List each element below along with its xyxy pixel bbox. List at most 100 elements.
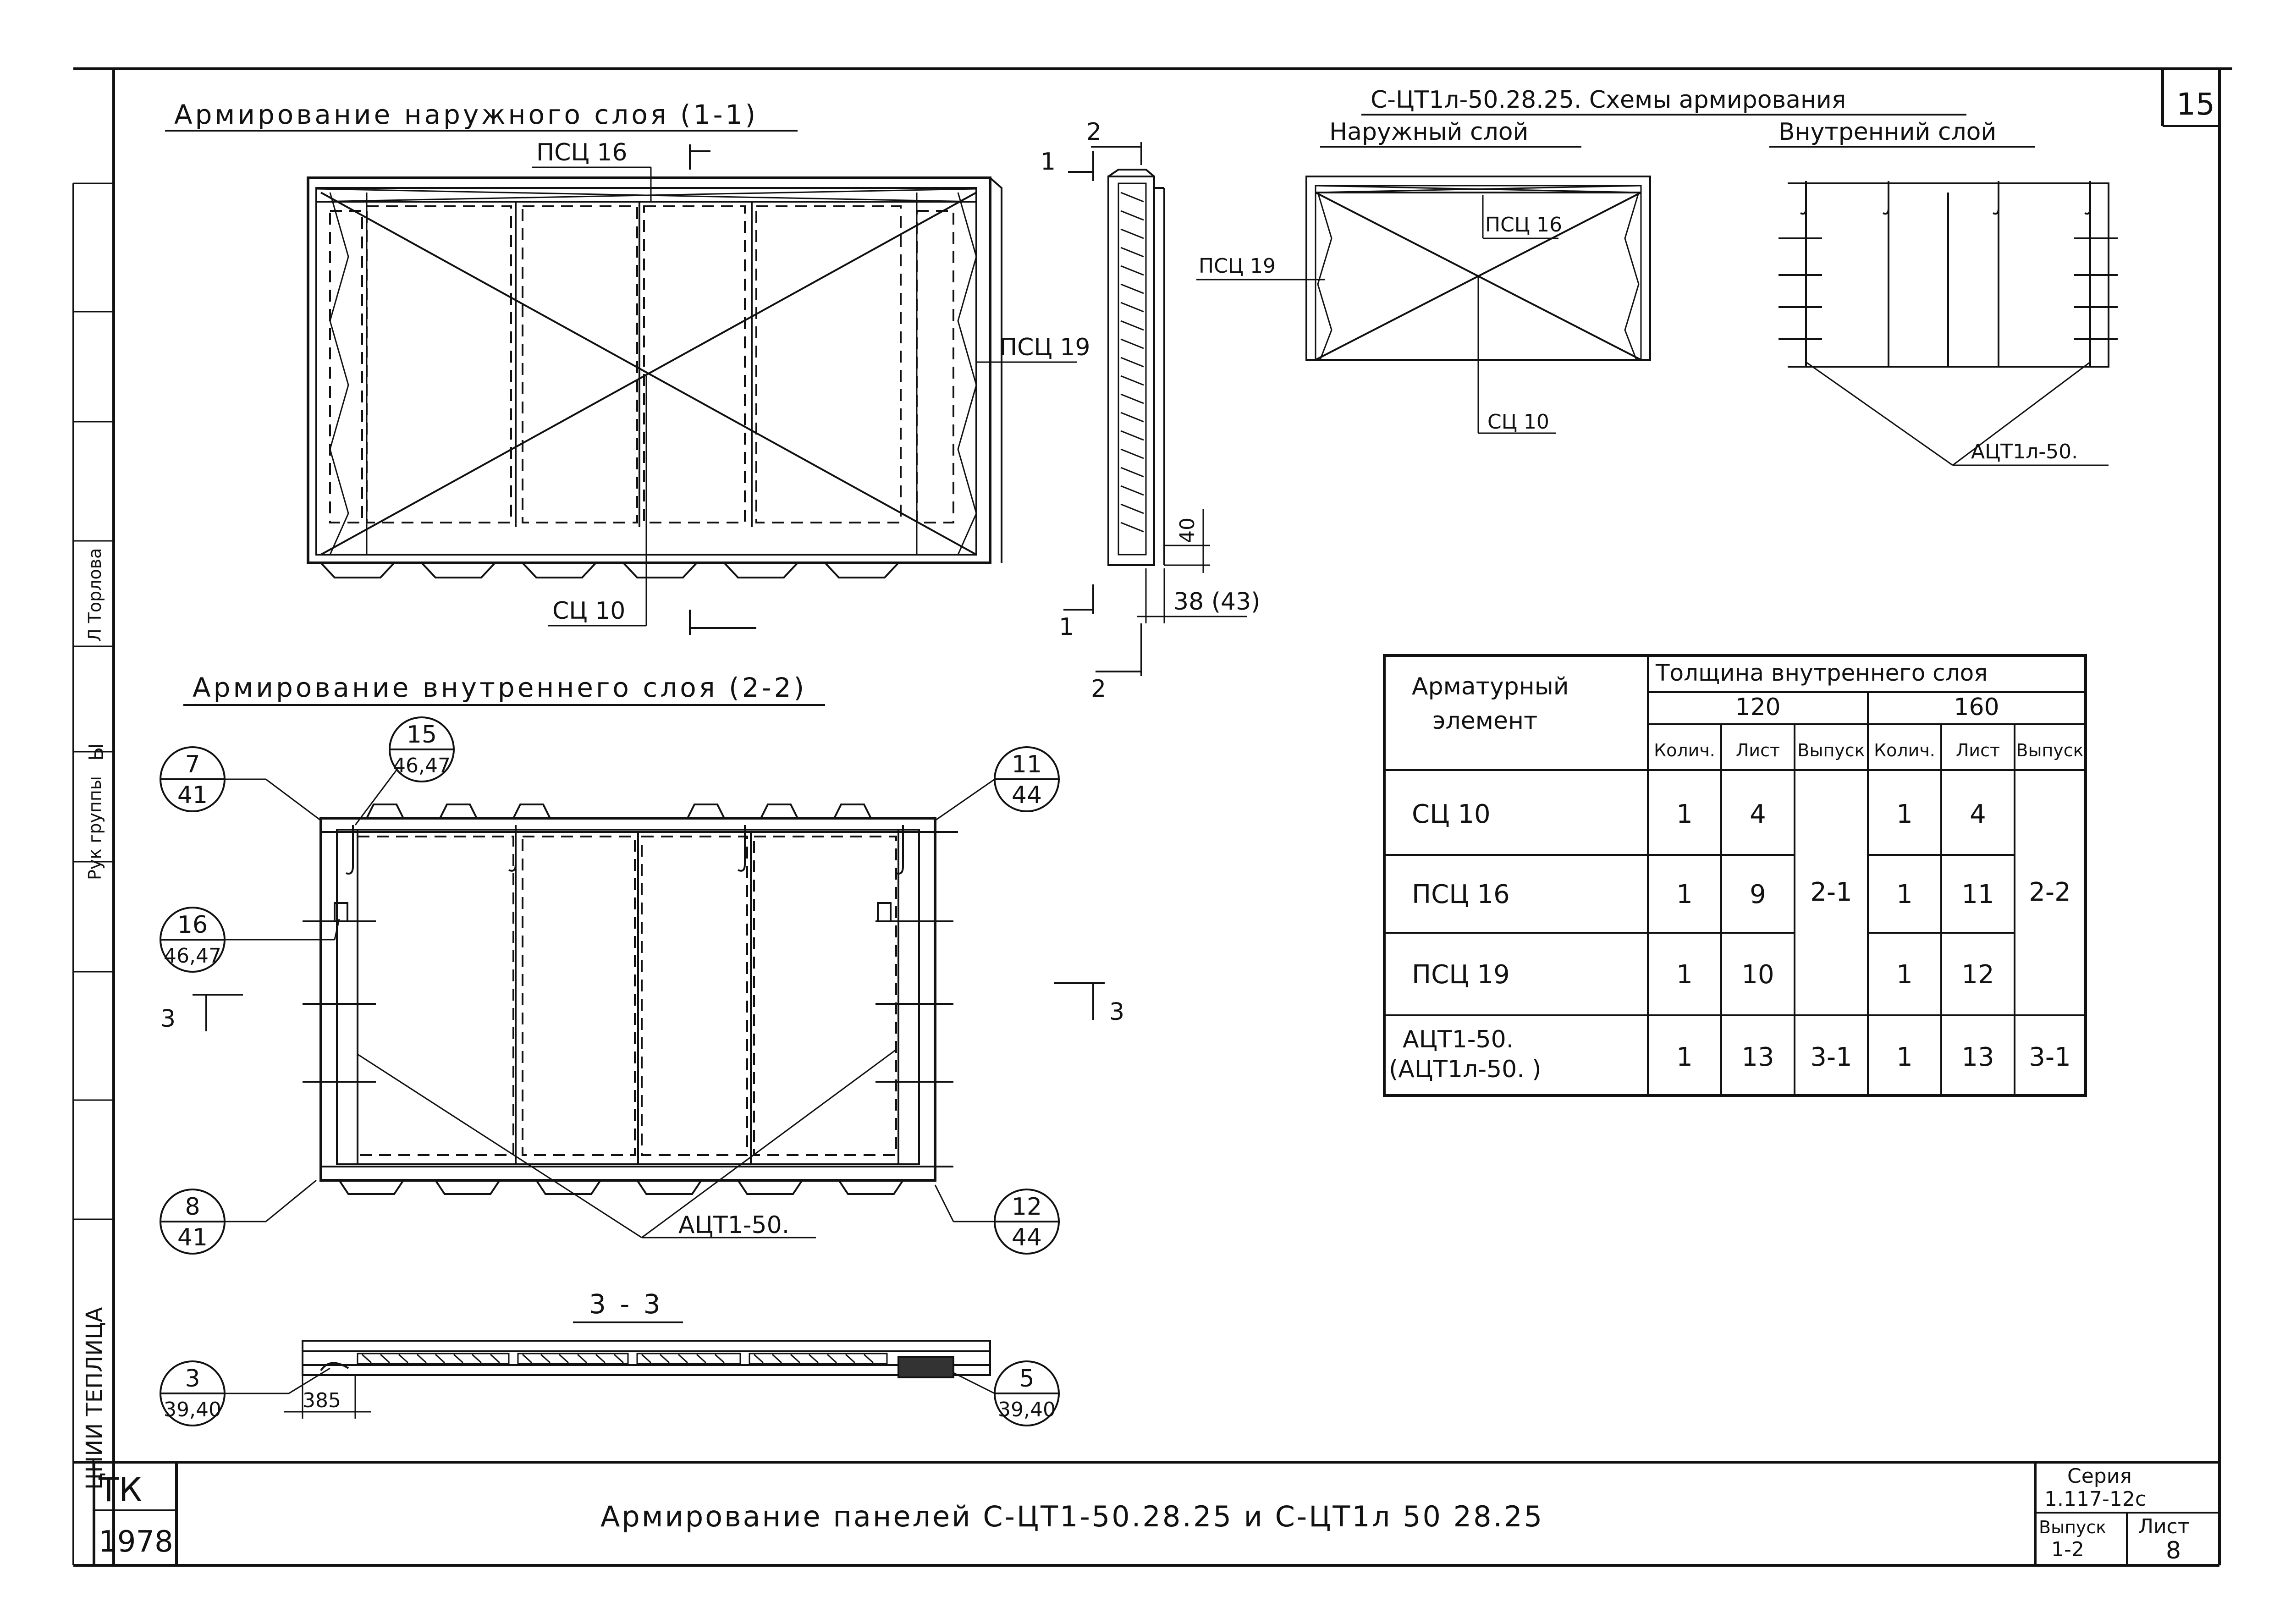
th-group-120: 120 — [1735, 694, 1780, 721]
row-v1: 3-1 — [1810, 1042, 1852, 1072]
outer-layer-drawing: Армирование наружного слоя (1-1) ПСЦ 16 — [165, 99, 1090, 635]
schemes-inner-title: Внутренний слой — [1778, 118, 1996, 146]
callout-15-4647: 15 46,47 — [354, 716, 455, 826]
side-section: 1 2 1 2 40 38 (43) — [1041, 118, 1260, 703]
section-33: 3 - 3 385 3 39,40 5 39,40 — [160, 1288, 1060, 1426]
row-q2: 1 — [1896, 960, 1913, 990]
inner-layer-title: Армирование внутреннего слоя (2-2) — [193, 672, 807, 703]
callout-top: 11 — [1012, 751, 1042, 778]
title-series-label: Серия — [2067, 1464, 2132, 1488]
callout-bottom: 44 — [1012, 782, 1042, 809]
title-sheet-label: Лист — [2138, 1515, 2190, 1538]
row-q1: 1 — [1676, 880, 1693, 909]
side-dim-38: 38 (43) — [1173, 588, 1260, 616]
row-s1: 4 — [1750, 799, 1766, 829]
row-s2: 4 — [1970, 799, 1986, 829]
callout-3-3940: 3 39,40 — [160, 1360, 330, 1426]
callout-top: 15 — [407, 721, 437, 749]
th-sub-v2: Выпуск — [2016, 740, 2083, 760]
strip-name: Л Торлова — [85, 548, 105, 642]
callout-7-41: 7 41 — [160, 746, 321, 821]
schemes-title: С-ЦТ1л-50.28.25. Схемы армирования — [1371, 86, 1846, 114]
row-q1: 1 — [1676, 960, 1693, 990]
callout-bottom: 39,40 — [164, 1398, 221, 1421]
row-element: СЦ 10 — [1412, 799, 1491, 829]
strip-signature: Ы — [85, 743, 108, 761]
section-33-title: 3 - 3 — [589, 1288, 663, 1320]
strip-org: ЦНИИ ТЕПЛИЦА — [82, 1307, 107, 1490]
row-q1: 1 — [1676, 1042, 1693, 1072]
row-s2: 13 — [1961, 1042, 1994, 1072]
th-sub-q2: Колич. — [1874, 740, 1935, 760]
row-s1: 10 — [1741, 960, 1774, 990]
title-block: ТК 1978 Армирование панелей С-ЦТ1-50.28.… — [73, 1461, 2219, 1565]
th-element-1: Арматурный — [1412, 673, 1569, 700]
left-strip: Л Торлова Ы Рук группы ЦНИИ ТЕПЛИЦА — [72, 182, 114, 1565]
th-sub-v1: Выпуск — [1797, 740, 1865, 760]
row-q2: 1 — [1896, 1042, 1913, 1072]
row-element: ПСЦ 19 — [1412, 960, 1510, 990]
th-sub-q1: Колич. — [1654, 740, 1715, 760]
row-element-2: (АЦТ1л-50. ) — [1389, 1056, 1542, 1083]
inner-cut3-right: 3 — [1109, 998, 1124, 1026]
th-thickness: Толщина внутреннего слоя — [1655, 660, 1988, 686]
side-cut1-top: 1 — [1041, 148, 1056, 176]
side-cut2-top: 2 — [1086, 118, 1101, 146]
strip-role: Рук группы — [85, 776, 105, 880]
row-s1: 9 — [1750, 880, 1766, 909]
scheme-label-sc10: СЦ 10 — [1487, 410, 1549, 434]
reinforcement-table: Арматурный элемент Толщина внутреннего с… — [1383, 654, 2087, 1097]
th-element-2: элемент — [1432, 707, 1537, 735]
schemes-outer-title: Наружный слой — [1329, 118, 1528, 146]
th-group-160: 160 — [1954, 694, 1999, 721]
title-issue-label: Выпуск — [2039, 1517, 2106, 1537]
row-s1: 13 — [1741, 1042, 1774, 1072]
callout-11-44: 11 44 — [935, 746, 1060, 821]
row-element: ПСЦ 16 — [1412, 880, 1510, 909]
callout-8-41: 8 41 — [160, 1179, 317, 1255]
callout-12-44: 12 44 — [934, 1184, 1060, 1255]
row-element: АЦТ1-50. — [1403, 1026, 1514, 1053]
inner-layer-drawing: Армирование внутреннего слоя (2-2) — [160, 672, 1124, 1255]
callout-bottom: 41 — [177, 782, 208, 809]
sheet-number: 15 — [2176, 87, 2215, 122]
side-cut2-bottom: 2 — [1091, 675, 1106, 703]
schemes: С-ЦТ1л-50.28.25. Схемы армирования Наруж… — [1196, 86, 2118, 466]
merged-v1: 2-1 — [1810, 877, 1852, 907]
callout-5-3940: 5 39,40 — [953, 1360, 1060, 1426]
scheme-label-psc19: ПСЦ 19 — [1199, 254, 1276, 278]
outer-label-sc10: СЦ 10 — [552, 597, 625, 625]
title-series-value: 1.117-12с — [2044, 1487, 2146, 1511]
outer-label-psc16: ПСЦ 16 — [536, 139, 627, 166]
row-q2: 1 — [1896, 880, 1913, 909]
row-q1: 1 — [1676, 799, 1693, 829]
th-sub-s2: Лист — [1956, 740, 2000, 760]
scheme-label-act: АЦТ1л-50. — [1971, 440, 2078, 463]
scheme-label-psc16: ПСЦ 16 — [1485, 213, 1562, 237]
callout-top: 16 — [177, 911, 208, 939]
callout-top: 7 — [185, 751, 200, 778]
sheet-frame: 15 — [73, 67, 2232, 1567]
callout-16-4647: 16 46,47 — [160, 907, 340, 973]
inner-label-act: АЦТ1-50. — [678, 1211, 789, 1239]
callout-bottom: 44 — [1012, 1224, 1042, 1251]
title-main: Армирование панелей С-ЦТ1-50.28.25 и С-Ц… — [600, 1500, 1544, 1533]
row-s2: 12 — [1961, 960, 1994, 990]
row-s2: 11 — [1961, 880, 1994, 909]
side-dim-40: 40 — [1176, 517, 1199, 543]
callout-top: 12 — [1012, 1193, 1042, 1221]
inner-cut3-left: 3 — [160, 1005, 176, 1033]
callout-bottom: 39,40 — [998, 1398, 1056, 1421]
callout-top: 8 — [185, 1193, 200, 1221]
outer-label-psc19: ПСЦ 19 — [999, 334, 1090, 361]
callout-bottom: 46,47 — [164, 944, 221, 968]
title-year: 1978 — [99, 1525, 173, 1559]
merged-v2: 2-2 — [2029, 877, 2070, 907]
th-sub-s1: Лист — [1736, 740, 1780, 760]
outer-layer-title: Армирование наружного слоя (1-1) — [174, 99, 758, 130]
callout-bottom: 41 — [177, 1224, 208, 1251]
side-cut1-bottom: 1 — [1059, 613, 1074, 641]
title-sheet-value: 8 — [2166, 1537, 2181, 1564]
row-q2: 1 — [1896, 799, 1913, 829]
